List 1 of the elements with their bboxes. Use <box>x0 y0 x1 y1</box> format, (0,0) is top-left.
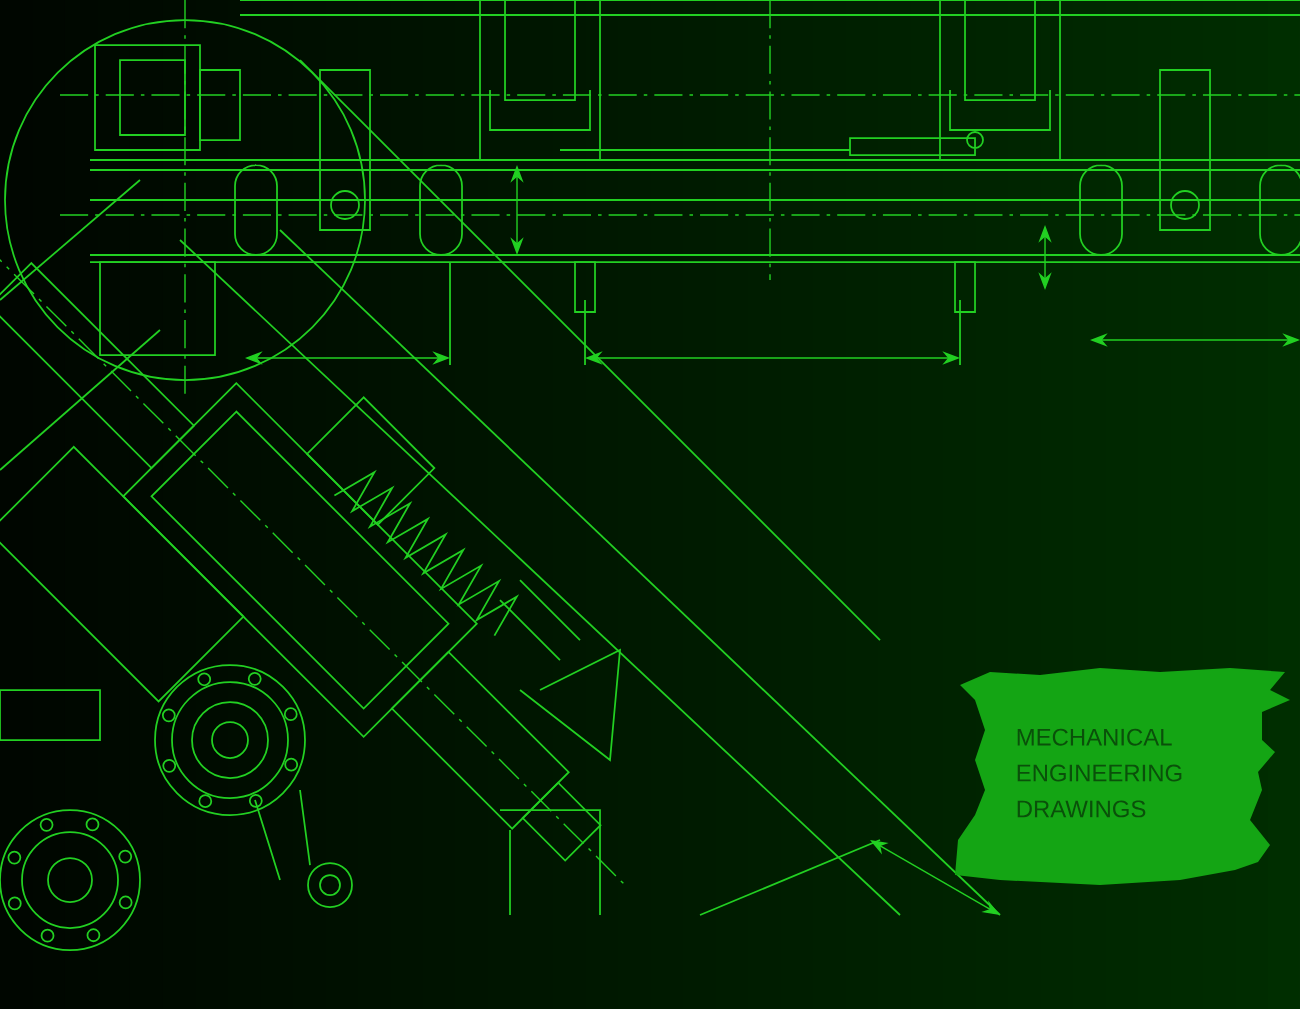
brush-patch: MECHANICAL ENGINEERING DRAWINGS <box>955 668 1290 885</box>
